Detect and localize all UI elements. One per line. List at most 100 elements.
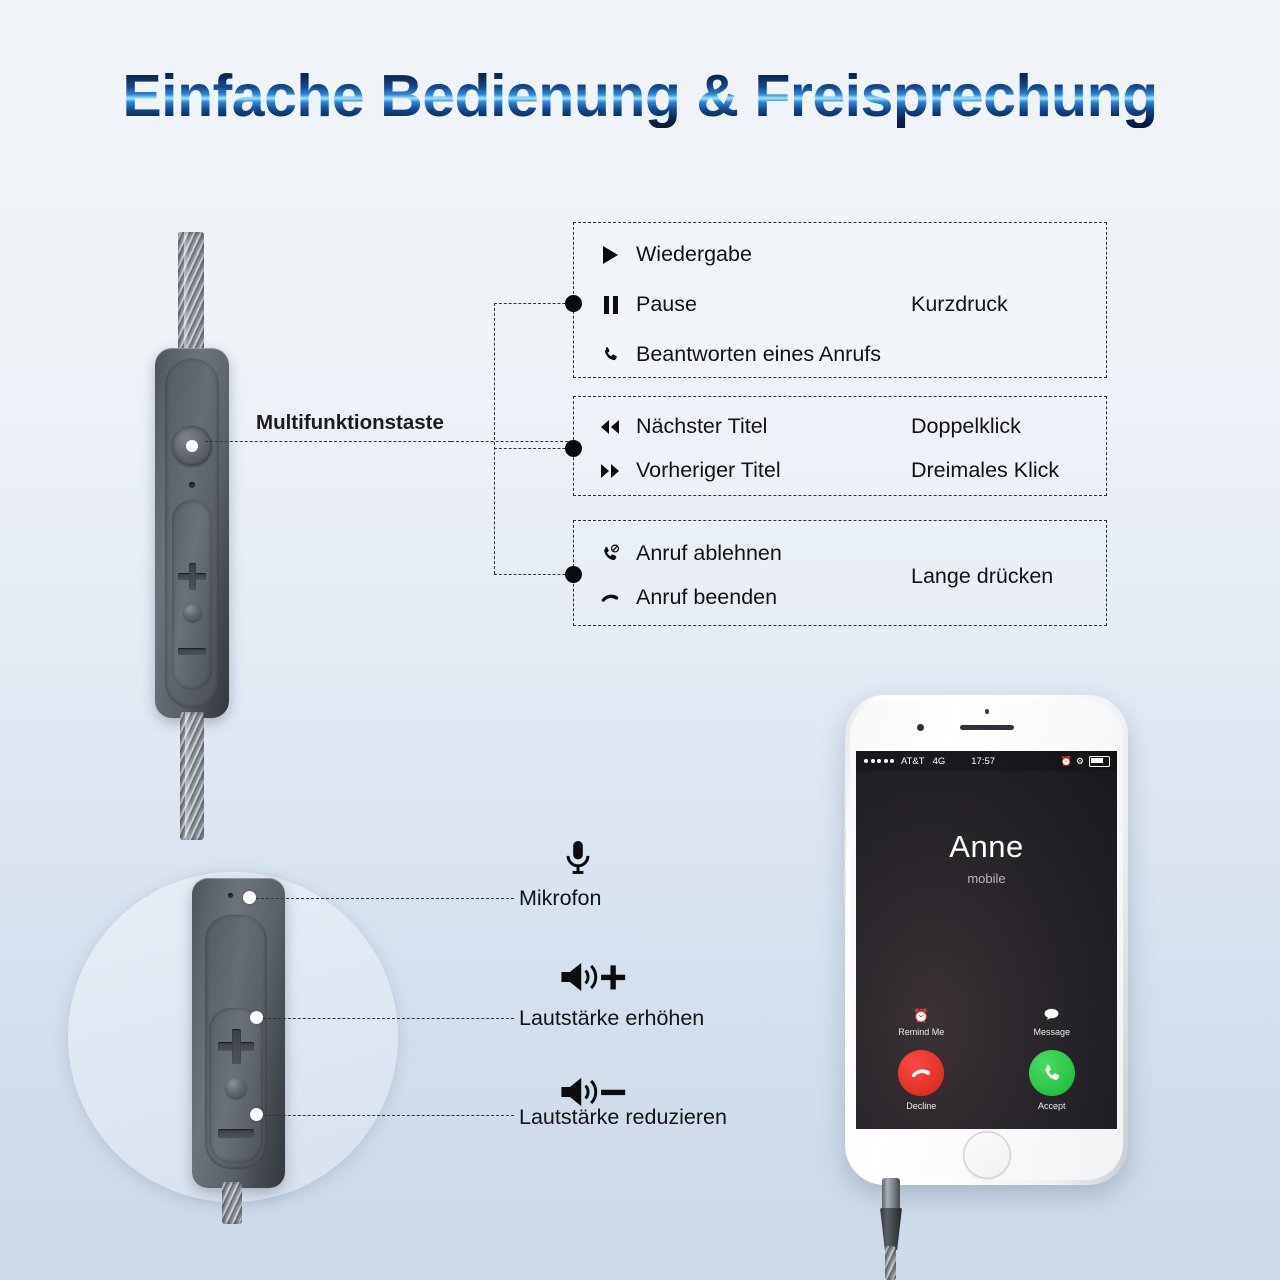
message-column: Message Accept (1004, 1008, 1100, 1111)
pause-icon (595, 295, 625, 315)
connector-microphone (256, 898, 514, 899)
label-volume-up: Lautstärke erhöhen (519, 1006, 705, 1030)
caller-name: Anne (949, 829, 1024, 864)
earpiece-speaker (959, 725, 1014, 730)
alarm-clock-icon: ⏰ (913, 1008, 930, 1023)
signal-strength-icon (864, 759, 894, 763)
network-type-label: 4G (932, 755, 946, 767)
status-time: 17:57 (971, 755, 996, 767)
decline-label: Decline (906, 1101, 937, 1111)
volume-down-icon (558, 1075, 630, 1114)
front-camera-icon (917, 724, 924, 731)
remote-control-detail (192, 878, 285, 1188)
caller-type: mobile (967, 871, 1006, 886)
cable-highlight-lower (185, 712, 191, 840)
earphone-cable-detail (222, 1182, 242, 1224)
spec-row-next-track-label: Nächster Titel (636, 414, 768, 438)
volume-rocker-detail[interactable] (209, 1008, 263, 1163)
connector-mfb-to-label (205, 441, 451, 442)
carrier-label: AT&T (901, 755, 925, 767)
volume-up-icon (558, 960, 630, 999)
accept-label: Accept (1037, 1101, 1066, 1111)
spec-row-play-label: Wiedergabe (636, 242, 752, 266)
message-label: Message (1033, 1027, 1071, 1037)
spec-bullet-short-press (565, 295, 582, 312)
microphone-hole-detail (228, 893, 233, 898)
multifunction-button[interactable] (172, 426, 212, 466)
accept-call-button[interactable] (1028, 1050, 1075, 1096)
remind-me-column: ⏰ Remind Me Decline (873, 1008, 969, 1111)
status-bar: AT&T 4G 17:57 ⏰ ⚙ (856, 751, 1117, 771)
callout-dot-volume-up (250, 1011, 263, 1024)
label-microphone: Mikrofon (519, 886, 602, 910)
spec-row-pause-label: Pause (636, 292, 697, 316)
spec-bullet-long-press (565, 566, 582, 583)
label-volume-down: Lautstärke reduzieren (519, 1105, 727, 1129)
phone-end-icon (595, 591, 625, 605)
message-bubble-icon (1044, 1008, 1059, 1024)
volume-down-bar-detail (218, 1129, 254, 1138)
spec-row-pause: Pause (595, 292, 697, 317)
volume-rocker-nub-detail (226, 1078, 246, 1098)
volume-rocker-top[interactable] (172, 500, 212, 690)
phone-volume-up-button[interactable] (842, 827, 846, 858)
decline-call-button[interactable] (898, 1050, 945, 1096)
earphone-cable-to-phone (885, 1246, 896, 1280)
play-icon (595, 245, 625, 265)
spec-row-end-call-label: Anruf beenden (636, 585, 778, 609)
phone-silent-switch[interactable] (842, 791, 846, 808)
volume-up-bar-vertical (188, 563, 196, 590)
proximity-sensor-icon (984, 709, 989, 714)
spec-row-play: Wiedergabe (595, 242, 752, 267)
alarm-icon: ⏰ (1060, 755, 1072, 766)
connector-branch-middle (494, 448, 580, 449)
audio-jack-metal (882, 1178, 900, 1210)
multifunction-button-indicator (186, 440, 198, 452)
page-title: Einfache Bedienung & Freisprechung (0, 65, 1280, 128)
fast-forward-icon (595, 463, 625, 479)
connector-branch-top (494, 303, 580, 304)
spec-bullet-multi-click (565, 440, 582, 457)
spec-action-double-click: Doppelklick (911, 414, 1021, 438)
callout-dot-volume-down (250, 1108, 263, 1121)
connector-bracket-vertical (494, 303, 495, 574)
connector-label-to-bracket (451, 441, 573, 442)
volume-up-bar-vertical-detail (231, 1029, 241, 1064)
microphone-hole-top (189, 482, 195, 488)
spec-action-triple-click: Dreimales Klick (911, 458, 1060, 482)
phone-screen: AT&T 4G 17:57 ⏰ ⚙ Anne mobile ⏰ Remind M… (856, 751, 1117, 1129)
battery-icon (1089, 755, 1110, 767)
spec-row-prev-track-label: Vorheriger Titel (636, 458, 781, 482)
spec-row-answer-label: Beantworten eines Anrufs (636, 342, 882, 366)
spec-row-decline-call-label: Anruf ablehnen (636, 541, 782, 565)
spec-row-answer: Beantworten eines Anrufs (595, 342, 881, 367)
smartphone: AT&T 4G 17:57 ⏰ ⚙ Anne mobile ⏰ Remind M… (842, 695, 1128, 1185)
spec-row-next-track: Nächster Titel (595, 414, 767, 439)
rotation-lock-icon: ⚙ (1075, 755, 1084, 766)
remote-control-top (155, 348, 229, 718)
phone-volume-down-button[interactable] (842, 867, 846, 898)
earphone-cable-lower (180, 712, 204, 840)
earphone-cable-upper (178, 232, 204, 360)
connector-branch-bottom (494, 574, 580, 575)
spec-action-long-press: Lange drücken (911, 564, 1054, 588)
connector-volume-up (263, 1018, 514, 1019)
spec-action-short-press: Kurzdruck (911, 292, 1008, 316)
spec-box-short-press (573, 222, 1107, 378)
spec-row-end-call: Anruf beenden (595, 585, 777, 610)
multifunction-button-label: Multifunktionstaste (256, 411, 444, 434)
call-actions: ⏰ Remind Me Decline (856, 1008, 1117, 1111)
spec-box-multi-click (573, 396, 1107, 496)
spec-box-long-press (573, 520, 1107, 626)
phone-decline-icon (595, 543, 625, 564)
phone-answer-icon (595, 345, 625, 365)
cable-highlight (183, 232, 190, 360)
connector-volume-down (263, 1115, 514, 1116)
audio-jack-body (880, 1208, 902, 1250)
spec-row-decline-call: Anruf ablehnen (595, 541, 782, 566)
volume-down-bar (178, 648, 206, 655)
remind-me-label: Remind Me (898, 1027, 945, 1037)
home-button[interactable] (962, 1131, 1011, 1179)
callout-dot-microphone (243, 891, 256, 904)
